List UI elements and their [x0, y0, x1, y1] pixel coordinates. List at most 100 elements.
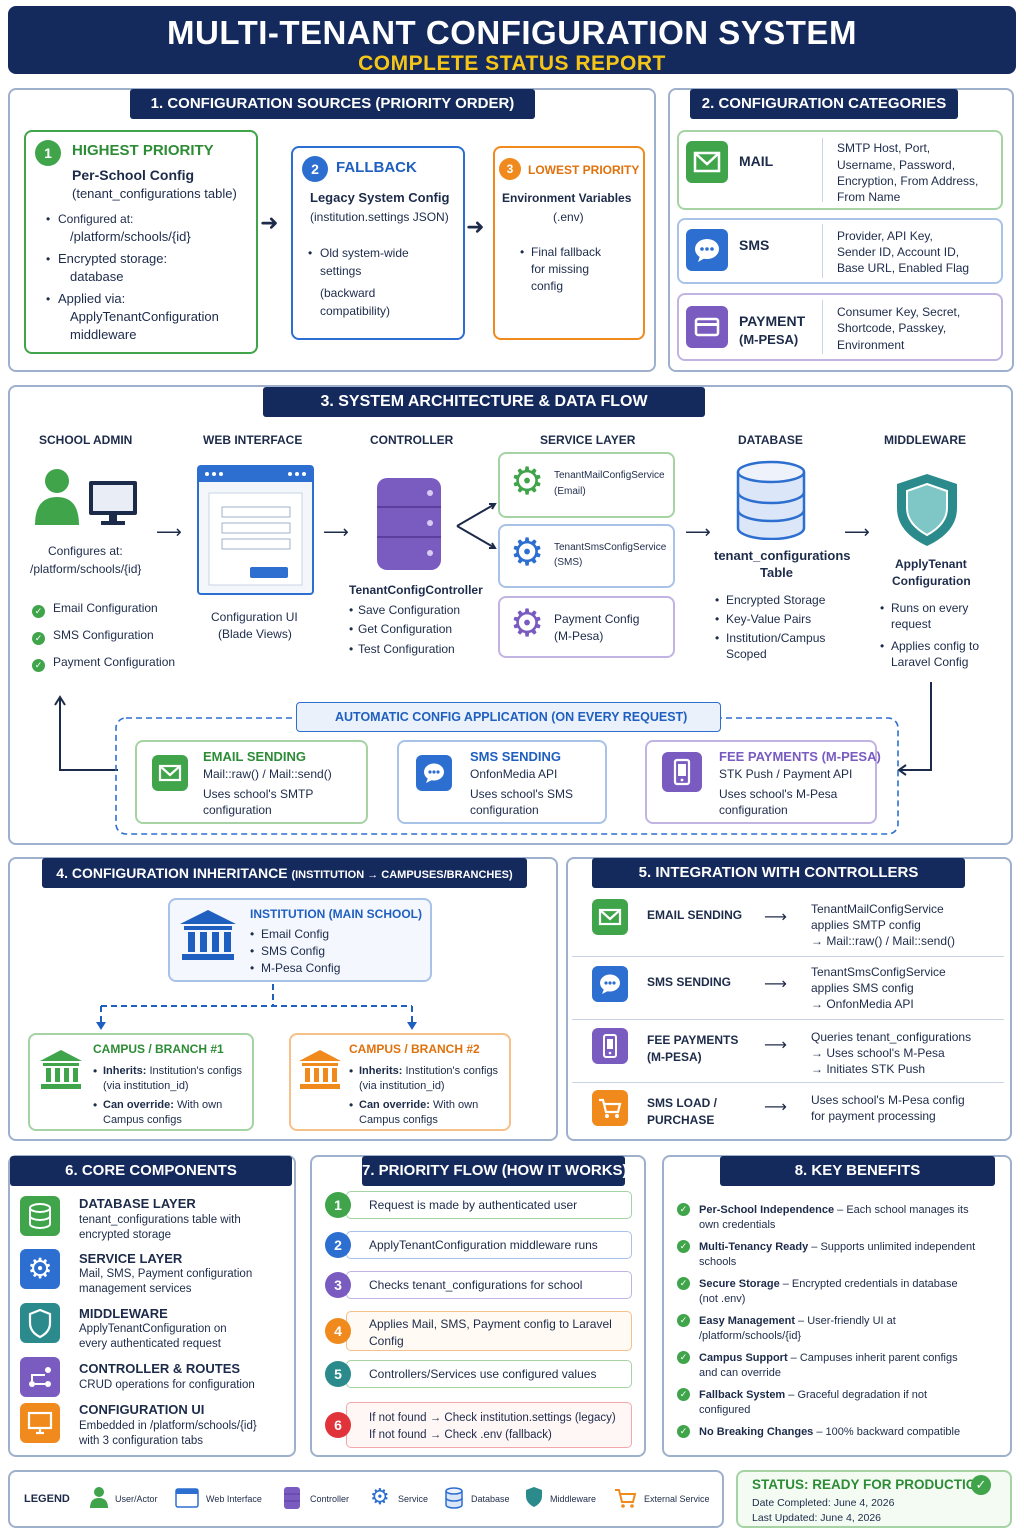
- integration-sms-name: SMS SENDING: [647, 975, 732, 989]
- category-sms: [677, 218, 1003, 284]
- database-icon: [445, 1487, 463, 1509]
- user-actor-icon: [35, 469, 137, 525]
- priority-step: Controllers/Services use configured valu…: [346, 1360, 632, 1388]
- priority-step-number: 4: [325, 1318, 351, 1344]
- auto-fee-detail: STK Push / Payment API: [719, 767, 853, 781]
- legend-controller: Controller: [310, 1494, 350, 1504]
- legacy-bullet-2: (backward: [320, 286, 376, 300]
- mail-icon: [686, 141, 728, 183]
- mobile-phone-icon: [662, 752, 702, 792]
- institution-title: INSTITUTION (MAIN SCHOOL): [250, 907, 422, 921]
- section-2-title: 2. CONFIGURATION CATEGORIES: [690, 89, 958, 119]
- section-key-benefits: [662, 1155, 1012, 1457]
- inheritance-arrows: [96, 984, 417, 1030]
- shield-icon: [20, 1303, 60, 1343]
- benefit-item: Per-School Independence – Each school ma…: [699, 1204, 969, 1216]
- priority-step-text: ApplyTenantConfiguration middleware runs: [369, 1238, 598, 1252]
- integration-fee-detail: Queries tenant_configurations: [811, 1030, 972, 1044]
- legacy-bullet-1b: settings: [320, 264, 362, 278]
- branch-arrows-icon: [456, 503, 497, 549]
- category-payment: [677, 293, 1003, 361]
- mail-detail: Username, Password,: [837, 158, 956, 172]
- payment-category-name: PAYMENT: [739, 313, 806, 329]
- priority-step: Applies Mail, SMS, Payment config to Lar…: [346, 1311, 632, 1351]
- middleware-name-2: Configuration: [892, 574, 971, 588]
- priority-step-number: 2: [325, 1232, 351, 1258]
- integration-sms-detail: TenantSmsConfigService: [811, 965, 946, 979]
- db-feature: Encrypted Storage: [726, 593, 826, 607]
- campus-2-override: Can override: With own: [359, 1099, 479, 1111]
- legacy-config-sub: (institution.settings JSON): [310, 210, 449, 224]
- auto-sms-detail: configuration: [470, 803, 539, 817]
- auto-config-title: AUTOMATIC CONFIG APPLICATION (ON EVERY R…: [335, 710, 688, 724]
- encrypted-storage-value: database: [70, 269, 124, 284]
- page-header: MULTI-TENANT CONFIGURATION SYSTEM COMPLE…: [8, 6, 1016, 75]
- integration-email-detail: → Mail::raw() / Mail::send(): [811, 934, 956, 948]
- sms-service-name: TenantSmsConfigService: [554, 542, 667, 553]
- legend-database: Database: [471, 1494, 510, 1504]
- check-icon: ✓: [677, 1388, 690, 1401]
- priority-3-badge: 3: [499, 158, 521, 180]
- integration-smsload-name-2: PURCHASE: [647, 1113, 715, 1127]
- db-table-name: tenant_configurations: [714, 548, 851, 563]
- arrow-right-icon: ⟶: [764, 1099, 787, 1116]
- middleware-feature-2: request: [891, 617, 932, 631]
- col-middleware: MIDDLEWARE: [884, 433, 966, 447]
- section-7-title: 7. PRIORITY FLOW (HOW IT WORKS): [362, 1156, 628, 1186]
- controller-server-icon: [377, 478, 441, 570]
- campus-building-icon: [40, 1050, 82, 1089]
- priority-step-text: Controllers/Services use configured valu…: [369, 1367, 597, 1381]
- institution-config: SMS Config: [261, 944, 326, 958]
- status-date-completed: Date Completed: June 4, 2026: [752, 1497, 895, 1509]
- legacy-bullet-2b: compatibility): [320, 304, 391, 318]
- service-sms-card: [498, 524, 675, 588]
- database-icon: [20, 1196, 60, 1236]
- component-middleware-detail: every authenticated request: [79, 1338, 221, 1350]
- priority-step: If not found → Check institution.setting…: [346, 1402, 632, 1448]
- campus-1-override: Can override: With own: [103, 1099, 223, 1111]
- highest-priority-label: HIGHEST PRIORITY: [72, 142, 214, 159]
- mail-detail: From Name: [837, 190, 901, 204]
- env-vars-sub: (.env): [553, 210, 584, 224]
- col-controller: CONTROLLER: [370, 433, 454, 447]
- benefit-item-2: schools: [699, 1256, 737, 1268]
- institution-config: Email Config: [261, 927, 330, 941]
- section-4-title: 4. CONFIGURATION INHERITANCE (INSTITUTIO…: [42, 858, 527, 888]
- bullet: •: [520, 245, 525, 259]
- check-icon: ✓: [677, 1351, 690, 1364]
- benefit-item: Campus Support – Campuses inherit parent…: [699, 1352, 958, 1364]
- component-ui-detail: Embedded in /platform/schools/{id}: [79, 1420, 257, 1432]
- auto-fee-detail: Uses school's M-Pesa: [719, 787, 838, 801]
- controller-action: Save Configuration: [358, 603, 461, 617]
- encrypted-storage-label: Encrypted storage:: [58, 251, 168, 266]
- mail-category-name: MAIL: [739, 153, 774, 169]
- auto-sms-title: SMS SENDING: [470, 749, 562, 764]
- monitor-icon: [20, 1403, 60, 1443]
- db-feature-2: Scoped: [726, 647, 767, 661]
- sms-detail: Base URL, Enabled Flag: [837, 261, 970, 275]
- section-3-title: 3. SYSTEM ARCHITECTURE & DATA FLOW: [263, 387, 705, 417]
- shopping-cart-icon: [592, 1090, 628, 1126]
- auto-fee-title: FEE PAYMENTS (M-PESA): [719, 749, 881, 764]
- source-card-lowest: [493, 146, 645, 340]
- arrow-right-icon: ⟶: [764, 909, 787, 926]
- shield-icon: [526, 1487, 542, 1507]
- campus-building-icon: [299, 1050, 341, 1089]
- integration-email-detail: applies SMTP config: [811, 918, 921, 932]
- shopping-cart-icon: [615, 1489, 637, 1508]
- env-vars-name: Environment Variables: [502, 191, 632, 205]
- component-db-detail: encrypted storage: [79, 1229, 172, 1241]
- sms-chat-icon: [592, 966, 628, 1002]
- gear-icon: ⚙: [510, 603, 545, 645]
- sms-category-name: SMS: [739, 237, 770, 253]
- legend-panel: [8, 1470, 724, 1528]
- priority-step-number: 3: [325, 1272, 351, 1298]
- status-last-updated: Last Updated: June 4, 2026: [752, 1512, 882, 1524]
- integration-smsload-detail: for payment processing: [811, 1109, 936, 1123]
- payment-service-name: Payment Config: [554, 612, 640, 626]
- db-feature: Institution/Campus: [726, 631, 826, 645]
- sms-detail: Sender ID, Account ID,: [837, 245, 960, 259]
- admin-check-email: ✓Email Configuration: [32, 600, 158, 618]
- priority-step-number: 1: [325, 1192, 351, 1218]
- integration-sms-detail: applies SMS config: [811, 981, 914, 995]
